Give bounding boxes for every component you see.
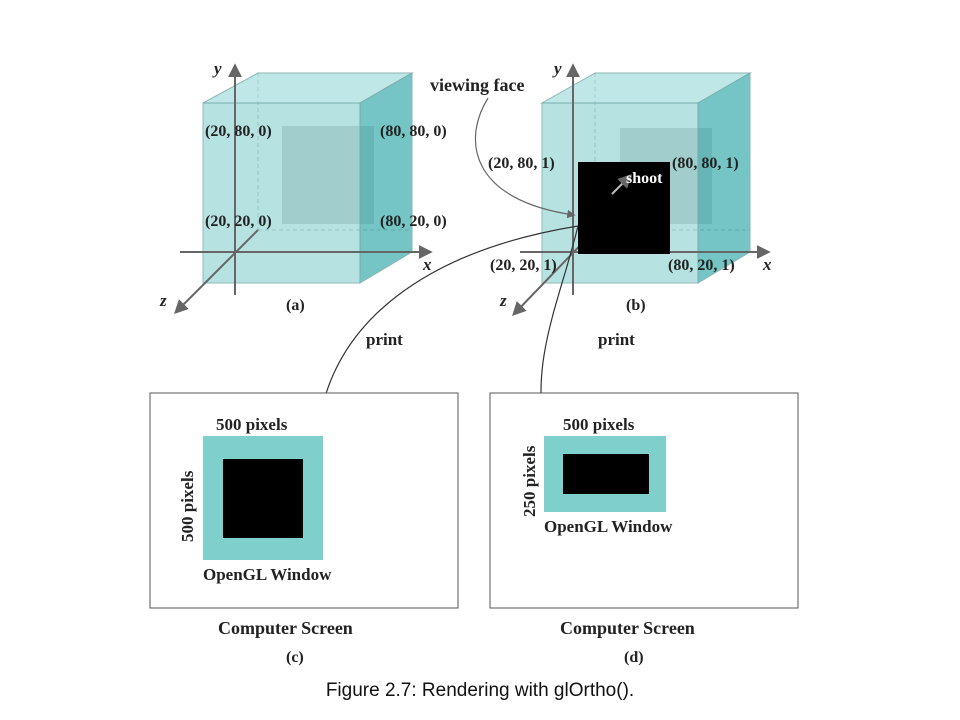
panel-d-screen-label: Computer Screen xyxy=(560,618,695,638)
panel-a-coord-top-right: (80, 80, 0) xyxy=(380,123,447,140)
figure-caption: Figure 2.7: Rendering with glOrtho(). xyxy=(325,680,635,701)
panel-b-z-label: z xyxy=(499,291,507,310)
panel-d-window-label: OpenGL Window xyxy=(544,517,673,536)
panel-b-shoot-arrow xyxy=(611,174,632,195)
viewing-face-arrow xyxy=(475,97,576,219)
panel-a-coord-bottom-right: (80, 20, 0) xyxy=(380,213,447,230)
panel-c-label: (c) xyxy=(286,649,304,666)
panel-a-z-axis xyxy=(174,229,259,314)
panel-d-rendered-rect xyxy=(563,454,649,494)
panel-b-x-label: x xyxy=(762,255,772,274)
print-label-left: print xyxy=(366,330,403,349)
panel-d-label: (d) xyxy=(624,649,644,666)
panel-c-width-label: 500 pixels xyxy=(216,415,288,434)
panel-d-height-label: 250 pixels xyxy=(520,445,539,517)
panel-a-axes xyxy=(174,63,433,314)
panel-c-window-label: OpenGL Window xyxy=(203,565,332,584)
panel-b-coord-top-right: (80, 80, 1) xyxy=(672,155,739,172)
panel-d-width-label: 500 pixels xyxy=(563,415,635,434)
print-arrow-left xyxy=(315,225,579,434)
print-label-right: print xyxy=(598,330,635,349)
panel-c-screen-label: Computer Screen xyxy=(218,618,353,638)
panel-c-rendered-square xyxy=(223,459,303,538)
panel-b-coord-bottom-left: (20, 20, 1) xyxy=(490,257,557,274)
panel-c-height-label: 500 pixels xyxy=(178,470,197,542)
panel-b-y-label: y xyxy=(552,59,562,78)
panel-b-label: (b) xyxy=(626,297,646,314)
panel-a-y-label: y xyxy=(212,59,222,78)
panel-a-coord-bottom-left: (20, 20, 0) xyxy=(205,213,272,230)
panel-a-coord-top-left: (20, 80, 0) xyxy=(205,123,272,140)
panel-a-x-label: x xyxy=(422,255,432,274)
panel-b-coord-top-left: (20, 80, 1) xyxy=(488,155,555,172)
panel-a-label: (a) xyxy=(286,297,305,314)
panel-b-shoot-label: shoot xyxy=(626,170,663,187)
viewing-face-label: viewing face xyxy=(430,75,524,95)
panel-b-coord-bottom-right: (80, 20, 1) xyxy=(668,257,735,274)
panel-a-z-label: z xyxy=(159,291,167,310)
